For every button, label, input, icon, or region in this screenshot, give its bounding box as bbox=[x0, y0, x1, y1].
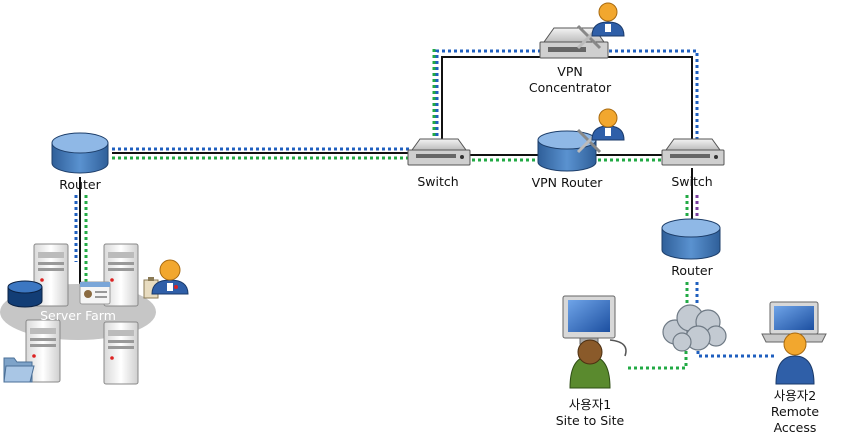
user2-label-line3: Access bbox=[773, 420, 817, 435]
id-card-icon bbox=[79, 281, 111, 305]
switch-right-icon[interactable] bbox=[661, 138, 725, 166]
person-icon bbox=[775, 332, 815, 385]
admin-user-icon bbox=[591, 108, 625, 141]
folder-icon bbox=[3, 357, 35, 383]
connections bbox=[74, 48, 774, 370]
router-left-icon[interactable] bbox=[51, 132, 109, 174]
switch-left-icon[interactable] bbox=[407, 138, 471, 166]
cloud-icon bbox=[662, 304, 727, 352]
switch-left-label: Switch bbox=[417, 174, 459, 189]
admin-user-icon bbox=[591, 2, 625, 37]
server-icon bbox=[103, 321, 139, 385]
router-left-label: Router bbox=[59, 177, 101, 192]
vpn-concentrator-label-line1: VPN bbox=[557, 64, 583, 79]
user1-label-line2: Site to Site bbox=[555, 413, 625, 428]
user2-label-line2: Remote bbox=[770, 404, 820, 419]
admin-user-icon bbox=[151, 259, 189, 295]
switch-right-label: Switch bbox=[671, 174, 713, 189]
server-farm-label: Server Farm bbox=[40, 308, 116, 323]
router-right-label: Router bbox=[671, 263, 713, 278]
vpn-concentrator-label-line2: Concentrator bbox=[528, 80, 612, 95]
person-icon bbox=[569, 339, 611, 389]
router-right-icon[interactable] bbox=[661, 218, 721, 260]
server-farm bbox=[0, 243, 189, 385]
server-icon bbox=[103, 243, 139, 307]
vpn-router-icon[interactable] bbox=[537, 128, 602, 172]
laptop-icon[interactable] bbox=[761, 301, 827, 343]
server-icon bbox=[25, 319, 61, 383]
user2-label-line1: 사용자2 bbox=[773, 388, 817, 403]
database-icon bbox=[7, 280, 43, 308]
vpn-router-label: VPN Router bbox=[531, 175, 603, 190]
user1-label-line1: 사용자1 bbox=[568, 397, 612, 412]
